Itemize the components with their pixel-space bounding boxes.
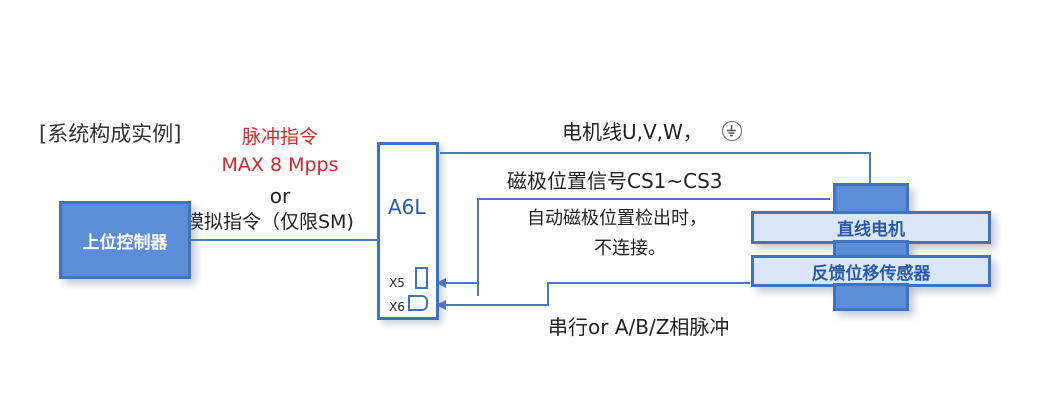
driver-label: A6L bbox=[388, 195, 426, 219]
serial-feedback-wire bbox=[440, 282, 750, 306]
port-x5-connector bbox=[415, 267, 428, 289]
port-x5-label: X5 bbox=[389, 276, 405, 290]
host-controller-label: 上位控制器 bbox=[82, 232, 168, 253]
port-x6-label: X6 bbox=[389, 300, 405, 314]
serial-feedback-label: 串行or A/B/Z相脉冲 bbox=[548, 315, 730, 339]
motor-bottom-block bbox=[833, 283, 909, 311]
host-controller-box: 上位控制器 bbox=[59, 201, 191, 279]
section-label: [系统构成实例] bbox=[39, 122, 182, 146]
auto-detect-note-line2: 不连接。 bbox=[594, 238, 666, 259]
linear-motor-label: 直线电机 bbox=[837, 220, 905, 240]
hall-signal-wire bbox=[477, 198, 830, 296]
or-label: or bbox=[269, 184, 291, 208]
max-rate-label: MAX 8 Mpps bbox=[221, 154, 339, 176]
linear-motor-box: 直线电机 bbox=[751, 211, 991, 244]
pulse-command-label: 脉冲指令 bbox=[241, 126, 318, 148]
analog-command-label: 模拟指令（仅限SM) bbox=[185, 211, 354, 233]
port-x6-connector bbox=[408, 295, 428, 311]
hall-signal-label: 磁极位置信号CS1~CS3 bbox=[507, 169, 723, 193]
arrow-to-x5 bbox=[436, 278, 446, 288]
auto-detect-note-line1: 自动磁极位置检出时， bbox=[527, 208, 707, 229]
driver-a6l-box: A6L X5 X6 bbox=[377, 142, 439, 320]
motor-line-wire bbox=[440, 152, 871, 185]
arrow-to-x6 bbox=[436, 300, 446, 310]
feedback-sensor-label: 反馈位移传感器 bbox=[811, 263, 931, 284]
motor-line-label: 电机线U,V,W， bbox=[562, 120, 703, 144]
ground-symbol-icon bbox=[722, 121, 742, 141]
